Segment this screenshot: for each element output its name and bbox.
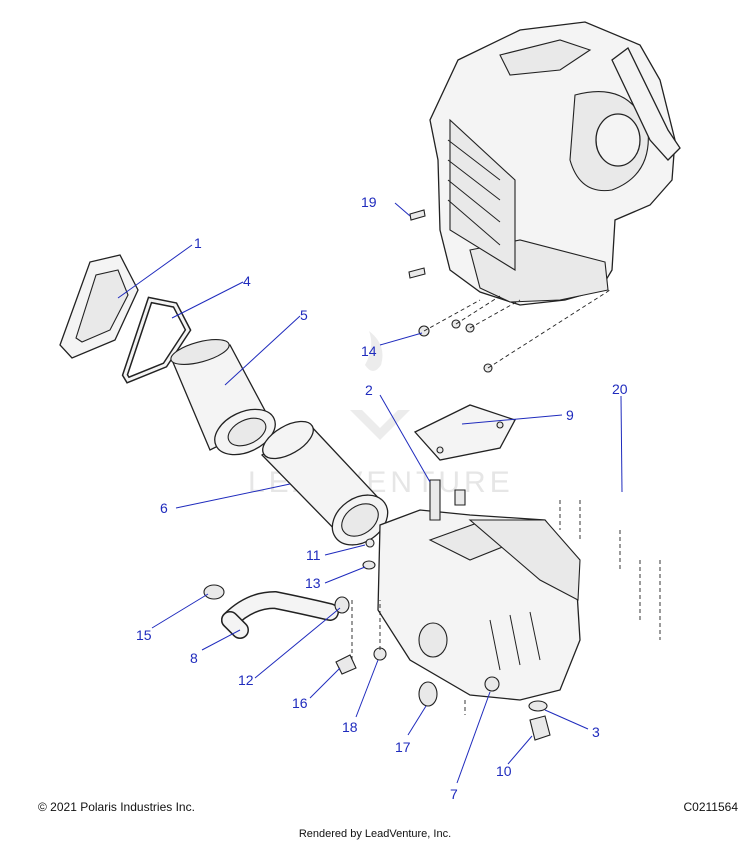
diagram-code: C0211564 — [683, 800, 739, 814]
callout-4: 4 — [243, 273, 251, 289]
rendered-by-credit: Rendered by LeadVenture, Inc. — [298, 828, 452, 840]
airbox-housing — [429, 21, 681, 306]
callout-1: 1 — [194, 235, 202, 251]
small-parts — [203, 489, 661, 741]
callouts: 1 4 5 6 2 9 20 19 14 11 13 15 8 12 16 18… — [136, 194, 628, 802]
part-1-cover — [59, 254, 139, 359]
callout-8: 8 — [190, 650, 198, 666]
part-9-plate — [413, 404, 516, 461]
callout-18: 18 — [342, 719, 358, 735]
part-6-prefilter — [260, 420, 389, 546]
callout-2: 2 — [365, 382, 373, 398]
part-7-lower-airbox — [377, 479, 581, 701]
callout-12: 12 — [238, 672, 254, 688]
part-8-hose — [221, 590, 339, 639]
callout-13: 13 — [305, 575, 321, 591]
callout-17: 17 — [395, 739, 411, 755]
callout-5: 5 — [300, 307, 308, 323]
callout-9: 9 — [566, 407, 574, 423]
callout-20: 20 — [612, 381, 628, 397]
leader-lines — [117, 202, 623, 784]
callout-19: 19 — [361, 194, 377, 210]
callout-3: 3 — [592, 724, 600, 740]
part-4-seal — [121, 296, 192, 384]
callout-16: 16 — [292, 695, 308, 711]
callout-7: 7 — [450, 786, 458, 802]
callout-15: 15 — [136, 627, 152, 643]
part-5-filter — [170, 339, 276, 456]
callout-6: 6 — [160, 500, 168, 516]
callout-10: 10 — [496, 763, 512, 779]
copyright-notice: © 2021 Polaris Industries Inc. — [38, 800, 195, 814]
callout-11: 11 — [306, 547, 321, 563]
callout-14: 14 — [361, 343, 377, 359]
